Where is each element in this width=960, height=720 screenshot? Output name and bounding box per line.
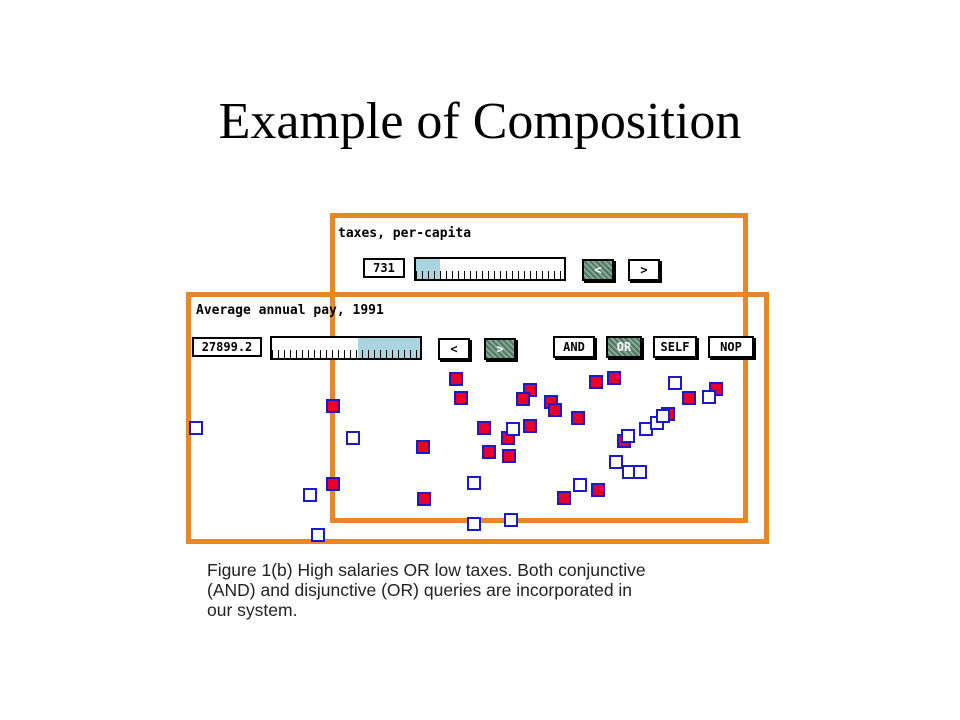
caption-line-2: (AND) and disjunctive (OR) queries are i… — [207, 580, 633, 600]
taxes-slider[interactable] — [414, 257, 566, 281]
taxes-value-box[interactable]: 731 — [363, 258, 405, 278]
caption-line-1: Figure 1(b) High salaries OR low taxes. … — [207, 560, 646, 580]
caption-line-3: our system. — [207, 600, 298, 620]
pay-next-button[interactable]: > — [484, 338, 516, 360]
pay-slider[interactable] — [270, 336, 422, 360]
self-button[interactable]: SELF — [653, 336, 697, 358]
pay-panel-label: Average annual pay, 1991 — [196, 303, 384, 318]
pay-panel-frame — [186, 292, 769, 544]
taxes-panel-frame — [330, 213, 748, 523]
pay-prev-button[interactable]: < — [438, 338, 470, 360]
or-button[interactable]: OR — [606, 336, 642, 358]
nop-button[interactable]: NOP — [708, 336, 754, 358]
taxes-next-button[interactable]: > — [628, 259, 660, 281]
and-button[interactable]: AND — [553, 336, 595, 358]
taxes-panel-label: taxes, per-capita — [338, 226, 472, 241]
pay-value-box[interactable]: 27899.2 — [192, 337, 262, 357]
taxes-prev-button[interactable]: < — [582, 259, 614, 281]
taxes-slider-ticks — [416, 271, 564, 279]
pay-slider-ticks — [272, 350, 420, 358]
figure-caption: Figure 1(b) High salaries OR low taxes. … — [207, 560, 807, 620]
slide-title: Example of Composition — [218, 93, 742, 150]
